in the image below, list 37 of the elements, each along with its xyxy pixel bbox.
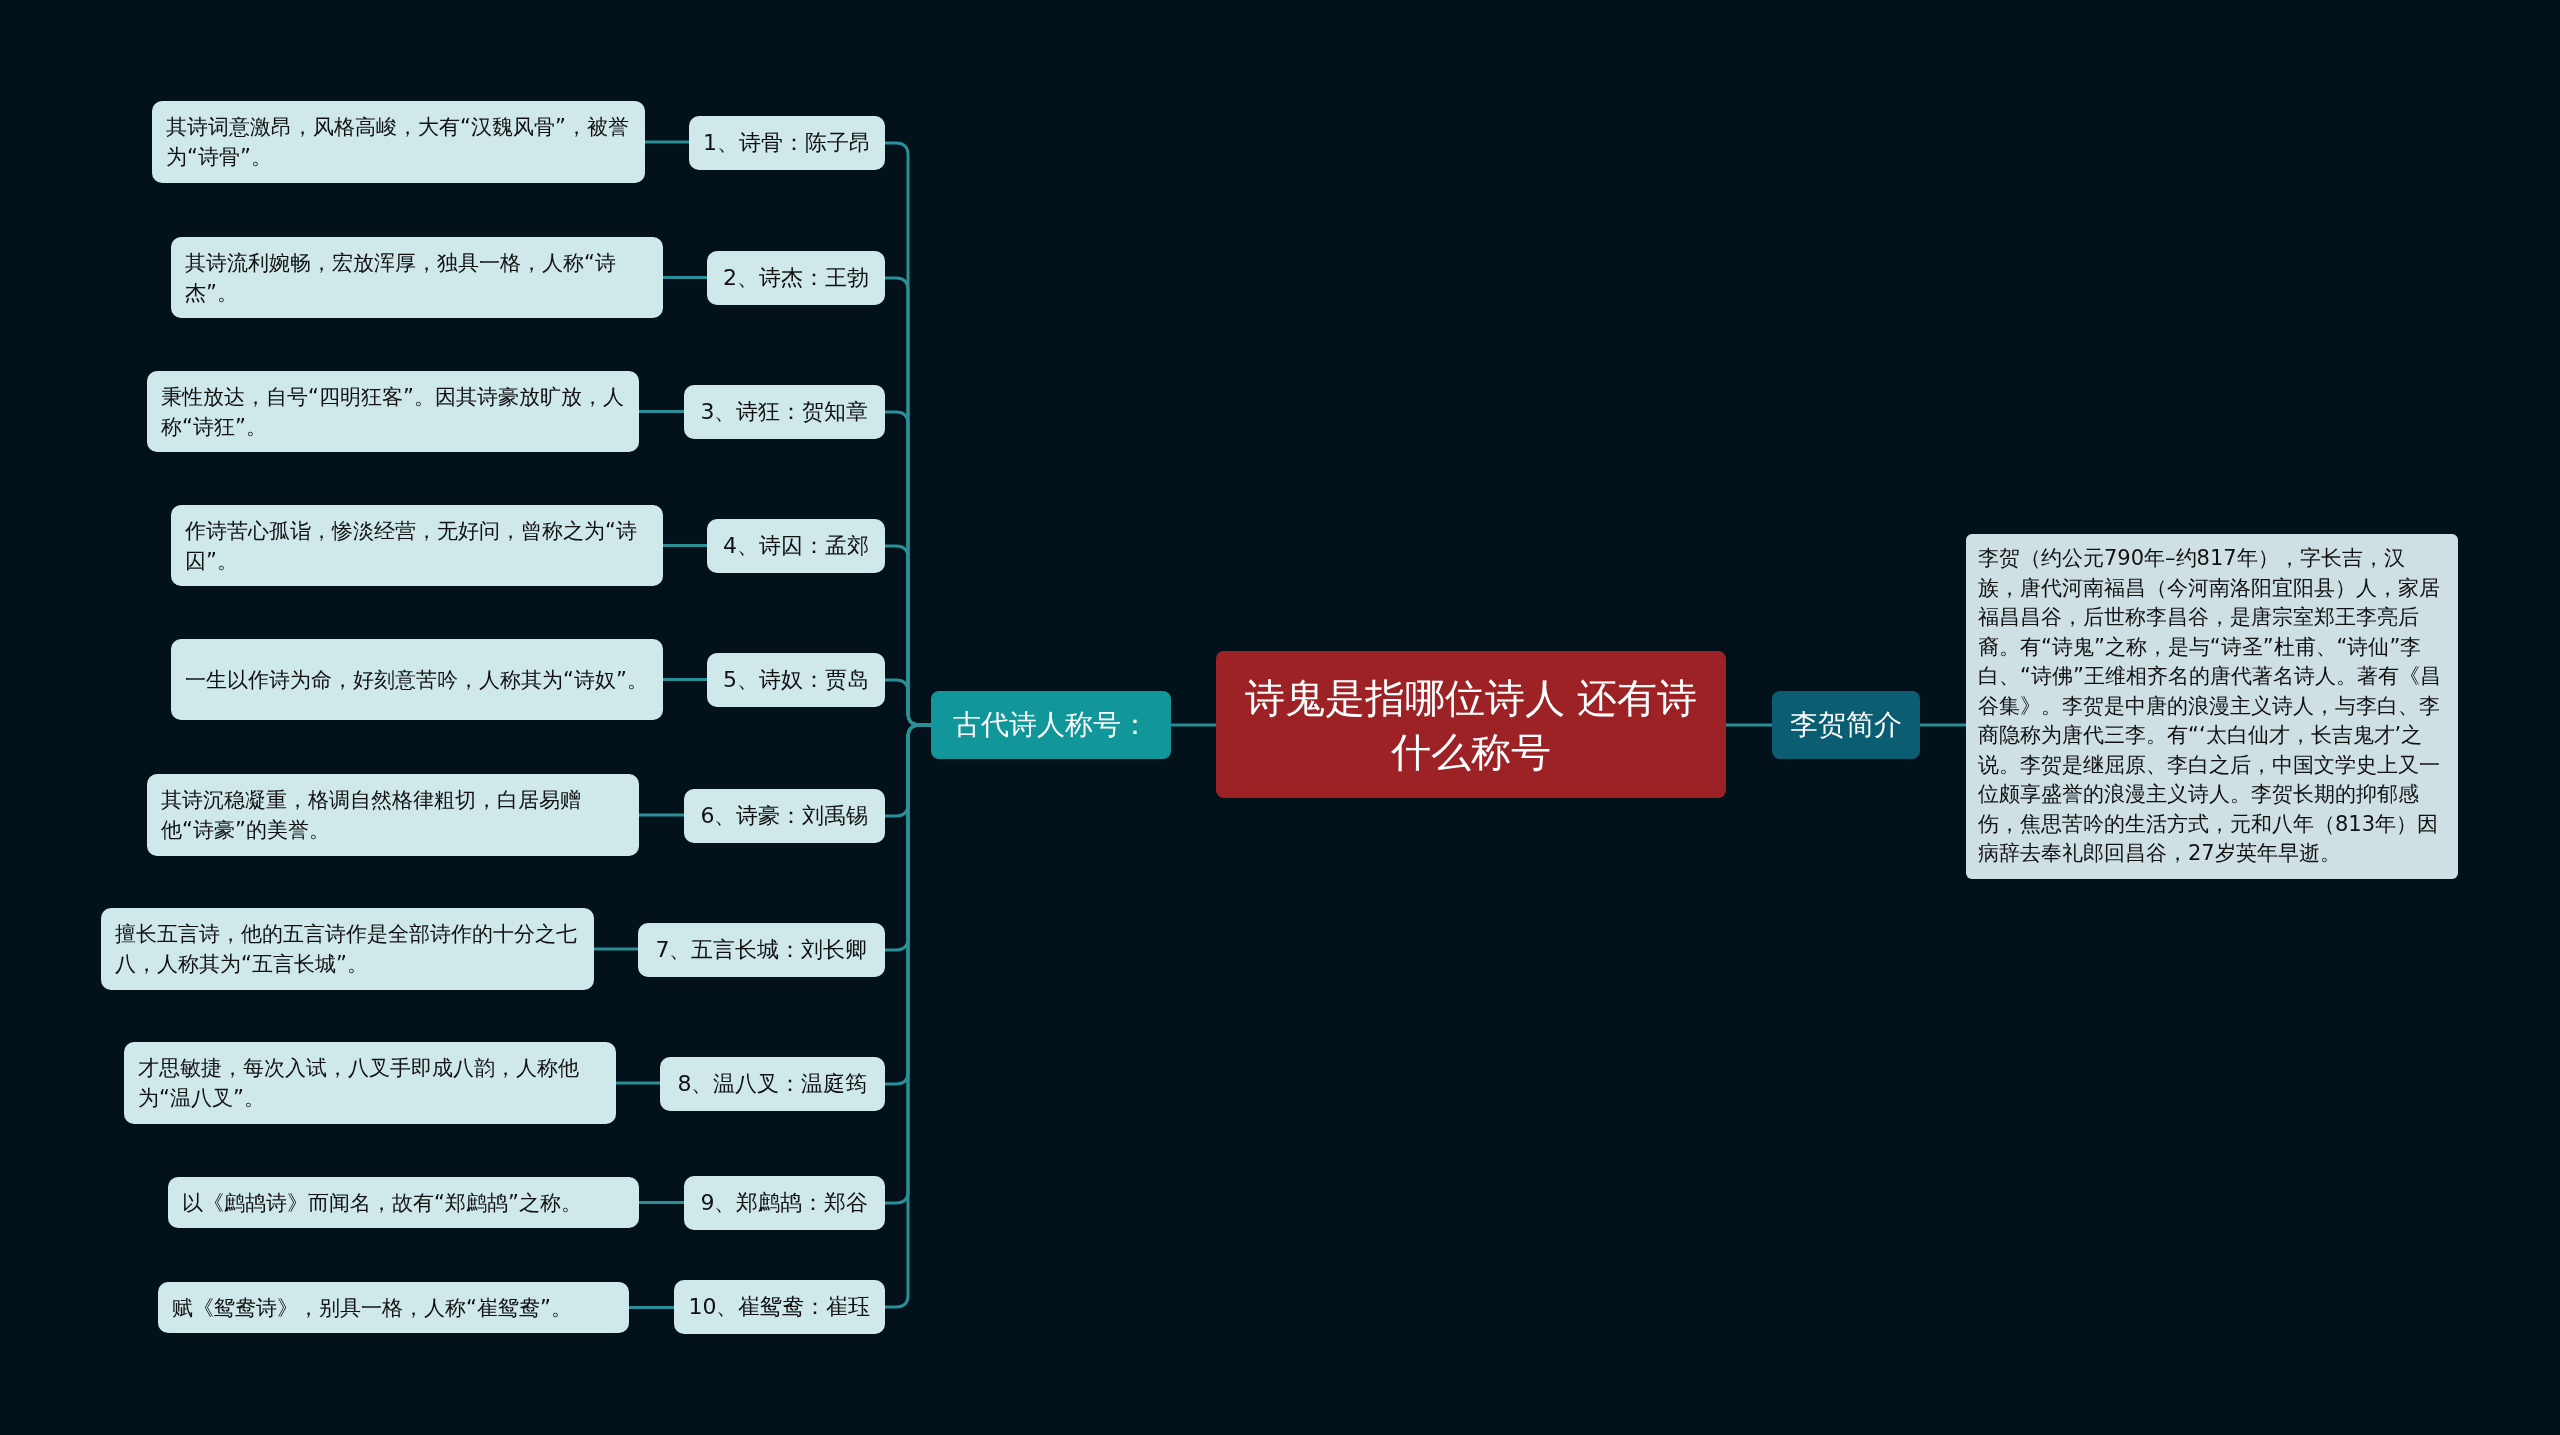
connector-line <box>594 947 638 951</box>
branch-box: 古代诗人称号： <box>931 691 1171 759</box>
title-box: 1、诗骨：陈子昂 <box>689 116 885 170</box>
description-box: 一生以作诗为命，好刻意苦吟，人称其为“诗奴”。 <box>171 639 663 720</box>
connector-line <box>663 276 707 279</box>
description-box: 李贺（约公元790年–约817年），字长吉，汉族，唐代河南福昌（今河南洛阳宜阳县）人，家居福昌昌谷，后世称李昌谷，是唐宗室郑王李亮后裔。有“诗鬼”之称，是与“诗圣”杜甫、“诗仙”李白、“诗佛”王维相齐名的唐代著名诗人。著有《昌谷集》。李贺是中唐的浪漫主义诗人，与李白、李商隐称为唐代三李。有“‘太白仙才，长吉鬼才’之说。李贺是继屈原、李白之后，中国文学史上又一位颇享盛誉的浪漫主义诗人。李贺长期的抑郁感伤，焦思苦吟的生活方式，元和八年（813年）因病辞去奉礼郎回昌谷，27岁英年早逝。 <box>1966 534 2458 879</box>
branch-box: 李贺简介 <box>1772 691 1920 759</box>
connector-line <box>639 813 684 817</box>
description-box: 赋《鸳鸯诗》，别具一格，人称“崔鸳鸯”。 <box>158 1282 629 1333</box>
connector-line <box>639 1201 684 1204</box>
connector-line <box>645 140 689 144</box>
connector-line <box>1726 723 1772 727</box>
connector-line <box>1920 723 1966 727</box>
title-box: 3、诗狂：贺知章 <box>684 385 885 439</box>
description-box: 秉性放达，自号“四明狂客”。因其诗豪放旷放，人称“诗狂”。 <box>147 371 639 452</box>
title-box: 9、郑鹧鸪：郑谷 <box>684 1176 885 1230</box>
connector-line <box>663 678 707 681</box>
title-box: 4、诗囚：孟郊 <box>707 519 885 573</box>
connector-line <box>616 1081 660 1085</box>
description-box: 其诗词意激昂，风格高峻，大有“汉魏风骨”，被誉为“诗骨”。 <box>152 101 645 183</box>
connector-line <box>1171 723 1216 727</box>
description-box: 擅长五言诗，他的五言诗作是全部诗作的十分之七八，人称其为“五言长城”。 <box>101 908 594 990</box>
description-box: 才思敏捷，每次入试，八叉手即成八韵，人称他为“温八叉”。 <box>124 1042 616 1124</box>
title-box: 8、温八叉：温庭筠 <box>660 1057 885 1111</box>
title-box: 5、诗奴：贾岛 <box>707 653 885 707</box>
description-box: 其诗流利婉畅，宏放浑厚，独具一格，人称“诗杰”。 <box>171 237 663 318</box>
description-box: 以《鹧鸪诗》而闻名，故有“郑鹧鸪”之称。 <box>168 1177 639 1228</box>
connector-line <box>639 410 684 413</box>
connector-line <box>663 544 707 547</box>
description-box: 作诗苦心孤诣，惨淡经营，无好问，曾称之为“诗囚”。 <box>171 505 663 586</box>
topic-box: 诗鬼是指哪位诗人 还有诗什么称号 <box>1216 651 1726 798</box>
title-box: 6、诗豪：刘禹锡 <box>684 789 885 843</box>
title-box: 10、崔鸳鸯：崔珏 <box>674 1280 885 1334</box>
title-box: 2、诗杰：王勃 <box>707 251 885 305</box>
title-box: 7、五言长城：刘长卿 <box>638 923 885 977</box>
connector-line <box>629 1306 674 1309</box>
description-box: 其诗沉稳凝重，格调自然格律粗切，白居易赠他“诗豪”的美誉。 <box>147 774 639 856</box>
